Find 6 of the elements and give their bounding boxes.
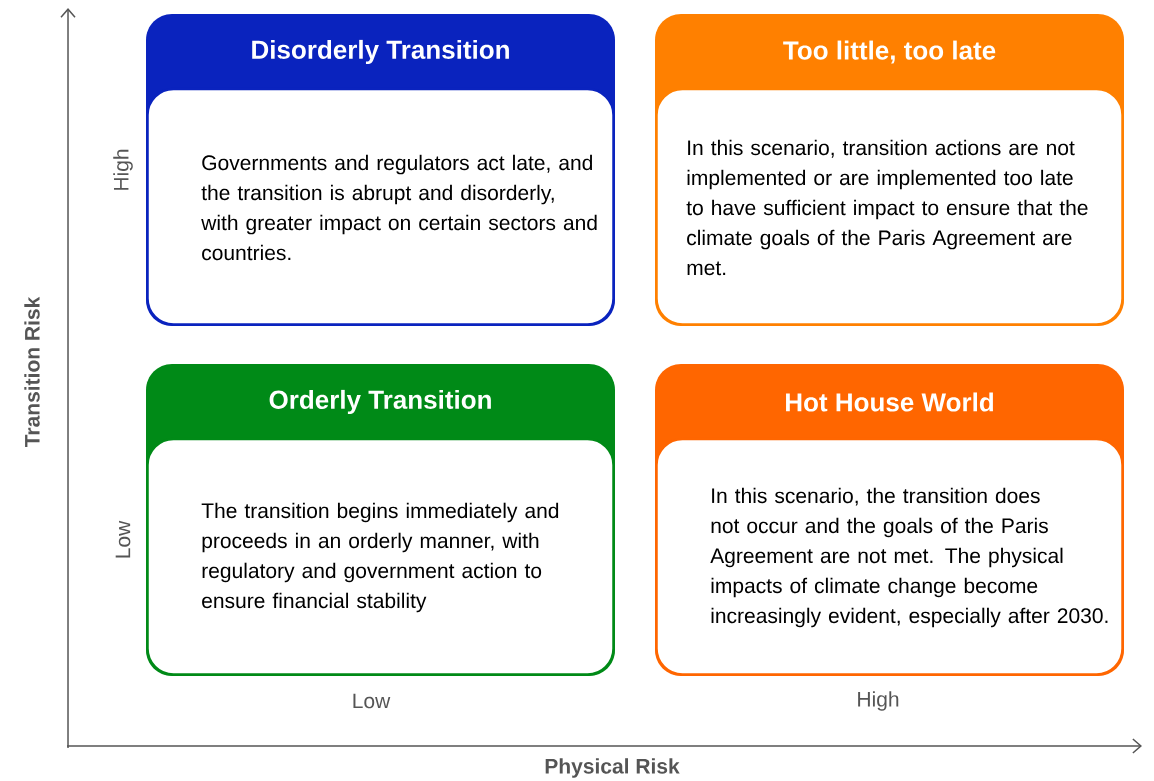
scenario-card: Disorderly Transition Governments and regulators act late, and the transition is abrupt and disorderly, with greater impact on certain sectors and countries. <box>146 14 615 326</box>
axis-title: Physical Risk <box>545 758 680 778</box>
axis-title: Transition Risk <box>24 296 40 448</box>
scenario-card: Hot House World In this scenario, the transition does not occur and the goals of the Paris Agreement are not met. The physical impacts of climate change become increasingly evident, especially after 2030. <box>655 364 1124 676</box>
scenario-card: Orderly Transition The transition begins immediately and proceeds in an orderly manner, with regulatory and government action to ensure financial stability <box>146 364 615 676</box>
scenario-card: Too little, too late In this scenario, transition actions are not implemented or are implemented too late to have sufficient impact to ensure that the climate goals of the Paris Agreement are met. <box>655 14 1124 326</box>
